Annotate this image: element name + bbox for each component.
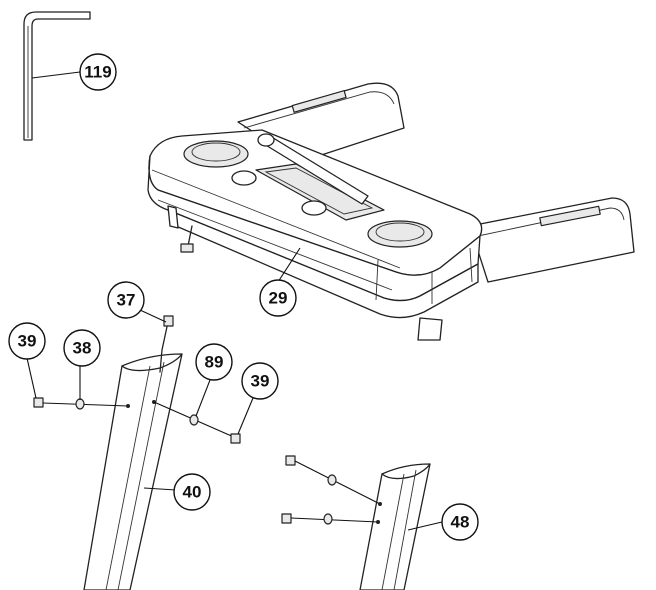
svg-text:29: 29 xyxy=(269,289,288,308)
svg-text:119: 119 xyxy=(84,63,111,82)
callout-89: 89 xyxy=(195,343,233,381)
callout-40: 40 xyxy=(173,473,211,511)
svg-text:40: 40 xyxy=(183,483,202,502)
svg-text:89: 89 xyxy=(205,353,224,372)
callout-39-left: 39 xyxy=(8,322,46,360)
fasteners xyxy=(33,397,382,525)
svg-text:37: 37 xyxy=(117,291,136,310)
right-upright-part xyxy=(359,463,431,590)
svg-text:38: 38 xyxy=(73,339,92,358)
callout-119: 119 xyxy=(79,53,117,91)
upper-frame-part xyxy=(147,82,635,341)
svg-text:39: 39 xyxy=(251,372,270,391)
callout-39-right: 39 xyxy=(241,362,279,400)
callout-38: 38 xyxy=(63,329,101,367)
callout-48: 48 xyxy=(441,503,479,541)
callout-29: 29 xyxy=(259,279,297,317)
callout-37: 37 xyxy=(107,281,145,319)
left-upright-part xyxy=(83,353,183,590)
svg-text:39: 39 xyxy=(18,332,37,351)
svg-text:48: 48 xyxy=(451,513,470,532)
allen-key-part xyxy=(23,11,91,141)
callout-leaders xyxy=(26,71,443,531)
